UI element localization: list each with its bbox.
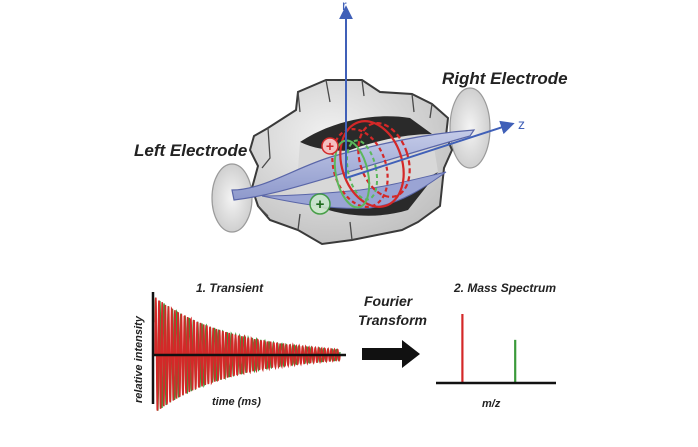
left-end-plate	[211, 163, 253, 233]
mass-spectrum: 2. Mass Spectrum m/z	[436, 281, 556, 410]
transient-plot: 1. Transient relative intensity time (ms…	[133, 281, 346, 411]
right-electrode-label: Right Electrode	[442, 69, 568, 88]
red-ion	[321, 137, 339, 155]
z-axis-label: z	[518, 116, 525, 132]
spectrum-x-label: m/z	[482, 398, 501, 410]
transient-y-label: relative intensity	[133, 315, 145, 403]
r-axis-label: r	[342, 0, 347, 13]
coordinate-axes: r z	[339, 0, 525, 179]
spectrum-peaks	[461, 314, 517, 382]
green-ion-charge: +	[316, 196, 325, 213]
transient-title: 1. Transient	[196, 281, 264, 295]
green-ion	[309, 193, 331, 215]
right-end-plate	[449, 87, 491, 169]
left-electrode-label: Left Electrode	[134, 141, 247, 160]
z-axis	[345, 120, 515, 179]
fourier-transform: Fourier Transform	[358, 293, 427, 368]
transform-arrow	[362, 340, 420, 368]
spindle-electrode	[231, 129, 476, 201]
icr-cell: + +	[211, 79, 491, 246]
red-ion-orbit	[331, 120, 411, 208]
fourier-label-line2: Transform	[358, 312, 427, 328]
spindle-lower-body	[261, 171, 447, 209]
transient-x-label: time (ms)	[212, 396, 261, 408]
cell-body-facets	[257, 79, 433, 241]
spectrum-title: 2. Mass Spectrum	[453, 281, 556, 295]
fourier-label-line1: Fourier	[364, 293, 414, 309]
red-ion-charge: +	[326, 138, 334, 154]
